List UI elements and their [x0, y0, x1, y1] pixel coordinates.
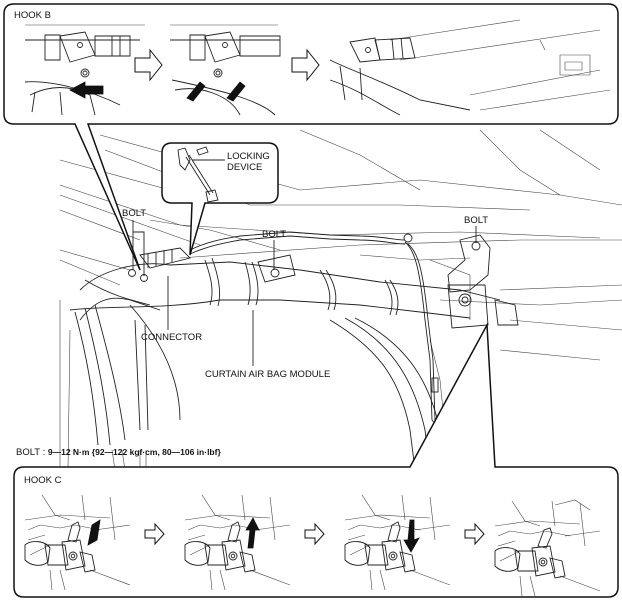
curtain-air-bag-module-label: CURTAIN AIR BAG MODULE [205, 369, 330, 380]
step-arrow-icon [144, 522, 165, 546]
hook-b-step-3 [329, 19, 611, 116]
locking-device-callout: LOCKING DEVICE [161, 142, 279, 256]
hook-b-step-2 [170, 24, 281, 116]
hook-c-step-4 [494, 499, 601, 597]
torque-spec-prefix: BOLT : [16, 447, 48, 458]
curtain-air-bag-module-shape [69, 231, 519, 431]
hook-b-step-1 [24, 24, 145, 116]
up-arrow-icon [245, 517, 260, 549]
step-arrow-icon [464, 522, 485, 546]
press-arrow-icon [226, 81, 246, 102]
down-arrow-icon [403, 519, 420, 553]
hook-c-step-3 [344, 494, 451, 591]
press-arrow-icon [186, 81, 206, 102]
bolt-label-right: BOLT [464, 215, 488, 226]
hook-b-panel: HOOK B [3, 3, 619, 271]
hook-c-title: HOOK C [24, 475, 62, 486]
locking-device-label-line2: DEVICE [227, 162, 262, 173]
down-arrow-icon [87, 519, 101, 546]
step-arrow-icon [134, 48, 163, 82]
hook-b-title: HOOK B [14, 10, 51, 21]
locking-device-label-line1: LOCKING [227, 151, 270, 162]
torque-spec-value: 9—12 N·m {92—122 kgf·cm, 80—106 in·lbf} [48, 447, 222, 457]
bolt-label-left: BOLT [122, 208, 146, 219]
step-arrow-icon [291, 48, 320, 82]
push-arrow-icon [69, 81, 104, 99]
vehicle-body-lines [59, 129, 622, 471]
hook-c-step-2 [184, 494, 291, 591]
hook-c-panel: HOOK C [13, 322, 619, 598]
connector-label: CONNECTOR [141, 332, 202, 343]
torque-spec: BOLT : 9—12 N·m {92—122 kgf·cm, 80—106 i… [16, 447, 221, 458]
step-arrow-icon [304, 522, 325, 546]
bolt-label-center: BOLT [262, 229, 286, 240]
part-labels: BOLT BOLT BOLT CONNECTOR CURTAIN AIR BAG… [16, 208, 488, 458]
hook-c-step-1 [24, 494, 131, 591]
